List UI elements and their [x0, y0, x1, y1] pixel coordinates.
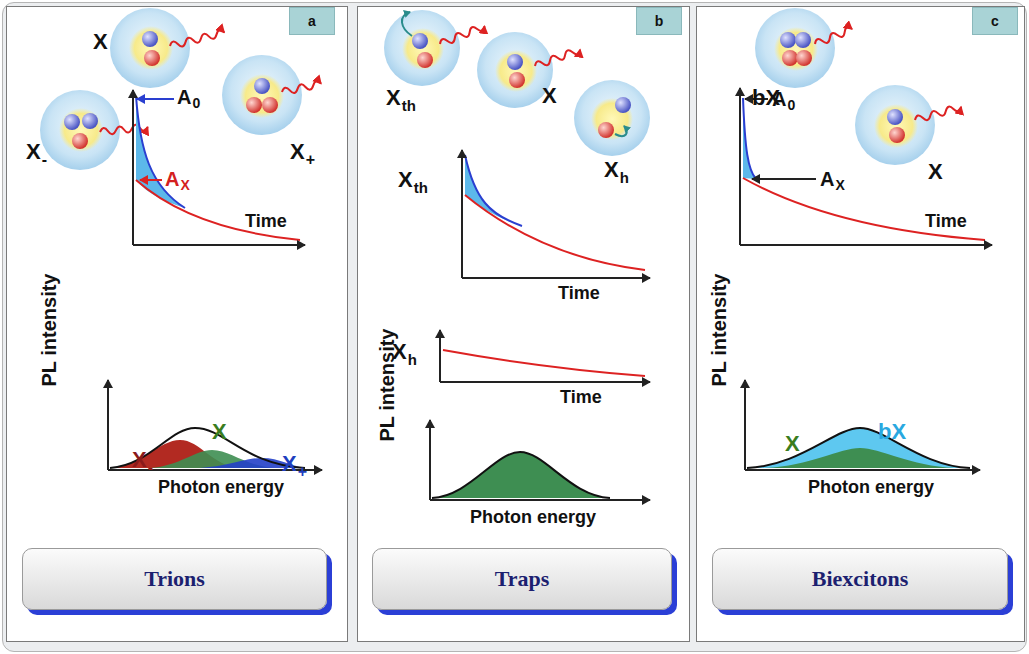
plot-label: Time	[925, 212, 967, 232]
axis-title: PL intensity	[707, 274, 729, 387]
panel-letter: c	[972, 7, 1018, 35]
subscript-label: +	[298, 463, 307, 481]
decay-plot	[740, 88, 992, 245]
panel-button: Trions	[22, 548, 327, 610]
plot-label: A	[820, 168, 834, 190]
plot-label: X	[282, 452, 297, 476]
plot-label: X	[212, 420, 227, 444]
trapped-hole-sphere	[574, 80, 650, 156]
plot-label: X	[785, 432, 800, 456]
subscript-label: X	[180, 178, 189, 193]
plot-label: Photon energy	[470, 508, 596, 528]
plot-label: A	[177, 86, 191, 108]
plot-label: X	[290, 140, 305, 164]
axis-title: PL intensity	[375, 329, 397, 442]
plot-label: Time	[558, 284, 600, 304]
subscript-label: th	[414, 180, 428, 197]
spectrum-plot	[430, 420, 650, 500]
positive-trion-sphere	[222, 55, 322, 135]
exciton-sphere	[110, 8, 225, 88]
plot-label: X	[928, 160, 943, 184]
plot-label: X	[132, 448, 147, 472]
plot-label: X	[542, 84, 557, 108]
subscript-label: -	[42, 151, 47, 169]
thermal-exciton-sphere	[384, 10, 486, 86]
panel-c	[696, 6, 1025, 642]
panel-title: Biexcitons	[812, 566, 909, 592]
panel-title: Traps	[495, 566, 550, 592]
plot-label: A	[772, 88, 786, 110]
plot-label: Time	[560, 388, 602, 408]
negative-trion-sphere	[40, 90, 148, 170]
subscript-label: 0	[787, 98, 795, 113]
plot-label: Photon energy	[158, 478, 284, 498]
subscript-label: h	[620, 170, 629, 187]
spectrum-plot	[745, 380, 980, 470]
panel-button: Biexcitons	[712, 548, 1008, 610]
panel-title: Trions	[144, 566, 205, 592]
subscript-label: X	[835, 178, 844, 193]
panel-letter-text: c	[991, 13, 999, 29]
plot-label: X	[604, 158, 619, 182]
plot-label: X	[398, 168, 413, 192]
subscript-label: 0	[192, 96, 200, 111]
subscript-label: th	[402, 98, 416, 115]
decay-plot	[440, 150, 650, 382]
panel-button: Traps	[372, 548, 672, 610]
subscript-label: h	[408, 352, 417, 369]
panel-letter: b	[636, 7, 682, 35]
panel-letter-text: b	[655, 13, 664, 29]
exciton-sphere	[477, 32, 581, 108]
plot-label: X	[386, 86, 401, 110]
plot-label: X	[93, 30, 108, 54]
plot-label: bX	[878, 420, 906, 444]
plot-label: A	[165, 168, 179, 190]
axis-title: PL intensity	[37, 274, 59, 387]
subscript-label: +	[306, 151, 315, 169]
biexciton-sphere	[755, 8, 853, 88]
panel-letter-text: a	[308, 13, 316, 29]
plot-label: Time	[245, 212, 287, 232]
panel-letter: a	[289, 7, 335, 35]
subscript-label: -	[148, 459, 153, 477]
decay-plot	[133, 90, 305, 245]
plot-label: Photon energy	[808, 478, 934, 498]
exciton-sphere	[855, 85, 962, 165]
plot-label: X	[26, 140, 41, 164]
